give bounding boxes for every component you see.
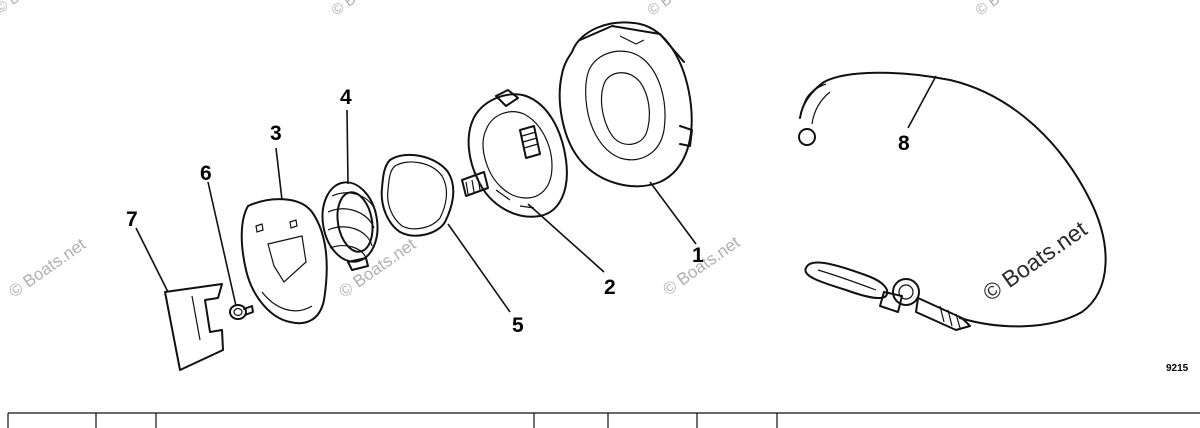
part-6-screw [229,304,254,320]
watermark-top-3: © Boats.net [645,0,720,19]
leader-3 [275,147,283,201]
drawing-id: 9215 [1166,363,1189,374]
callouts: 1 2 3 4 5 6 7 8 [126,86,910,337]
callout-7: 7 [126,208,138,231]
leader-lines [135,75,937,313]
callout-6: 6 [200,162,212,185]
leader-4 [346,109,349,185]
callout-5: 5 [512,314,524,337]
watermark-large: © Boats.net [978,215,1092,306]
callout-8: 8 [898,132,910,155]
watermark-mid-1: © Boats.net [5,234,89,301]
part-8-lanyard [798,71,1107,331]
leader-1 [649,181,697,245]
part-4-bushing [321,181,379,271]
leader-6 [207,181,237,307]
part-3-plate [240,198,328,325]
watermark-mid-2: © Boats.net [335,234,419,301]
part-7-clip [164,283,224,371]
part-5-o-ring [380,153,455,237]
leader-7 [135,227,169,293]
callout-1: 1 [692,244,704,267]
leader-5 [447,223,511,313]
callout-4: 4 [340,86,352,109]
leader-8 [907,75,937,129]
part-1-outer-housing [558,21,693,188]
parts-table-frame [7,412,1200,428]
callout-2: 2 [604,276,616,299]
callout-3: 3 [270,122,282,145]
watermark-top-4: © Boats.net [973,0,1048,19]
part-2-ring-housing [461,89,568,218]
leader-2 [527,203,605,273]
watermark-top-2: © Boats.net [329,0,404,19]
watermark-top-1: © Boats.net [0,0,67,17]
watermarks: © Boats.net © Boats.net © Boats.net © Bo… [0,0,1092,306]
